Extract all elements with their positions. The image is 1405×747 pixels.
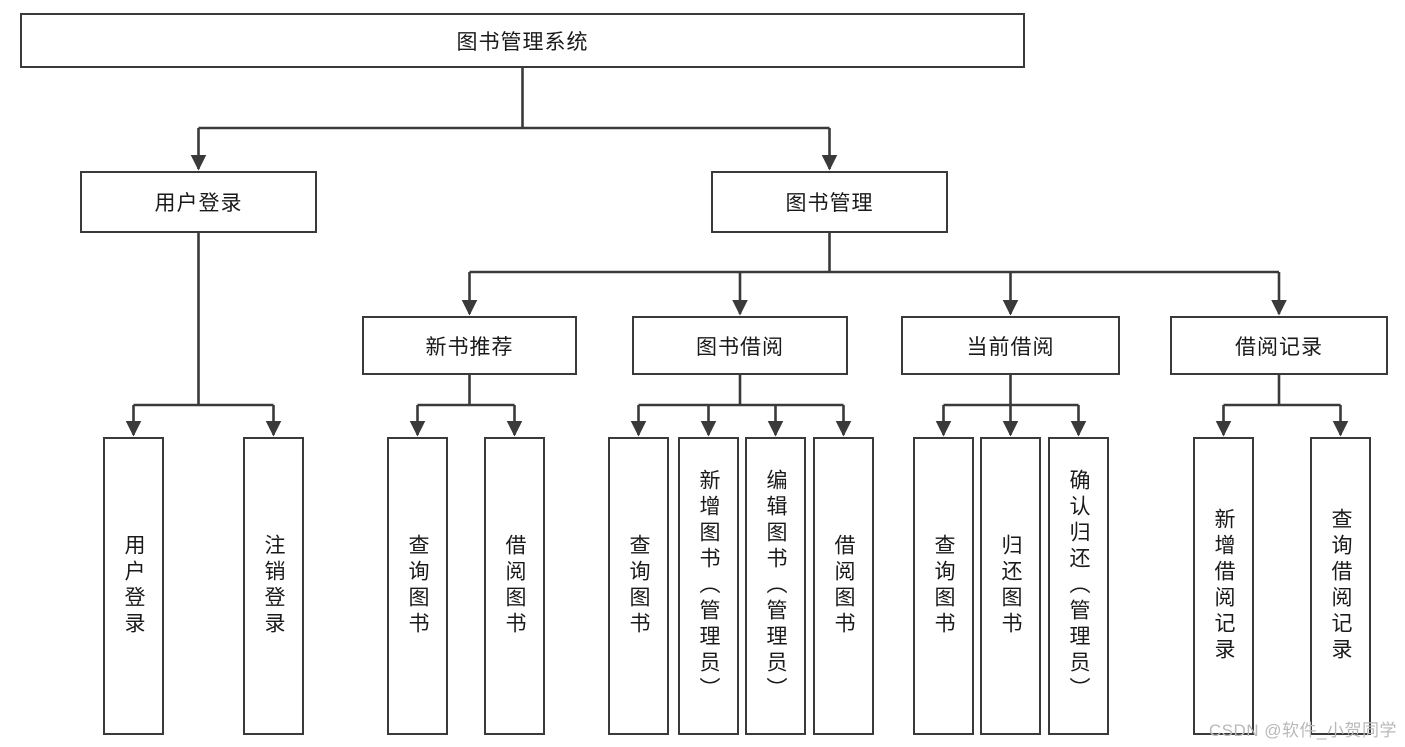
leaf-query-book-borrow-label: 查询图书 <box>627 534 650 638</box>
leaf-query-book-recommend[interactable]: 查询图书 <box>387 437 448 735</box>
leaf-query-borrow-record[interactable]: 查询借阅记录 <box>1310 437 1371 735</box>
leaf-confirm-return-admin[interactable]: 确认归还（管理员） <box>1048 437 1109 735</box>
leaf-add-book-admin[interactable]: 新增图书（管理员） <box>678 437 739 735</box>
leaf-query-book-recommend-label: 查询图书 <box>406 534 429 638</box>
leaf-add-book-admin-label: 新增图书（管理员） <box>697 469 720 703</box>
leaf-logout-login-label: 注销登录 <box>262 534 285 638</box>
leaf-user-login-label: 用户登录 <box>122 534 145 638</box>
leaf-return-book-label: 归还图书 <box>999 534 1022 638</box>
leaf-query-book-borrow[interactable]: 查询图书 <box>608 437 669 735</box>
leaf-user-login[interactable]: 用户登录 <box>103 437 164 735</box>
leaf-logout-login[interactable]: 注销登录 <box>243 437 304 735</box>
leaf-query-book-current[interactable]: 查询图书 <box>913 437 974 735</box>
leaf-borrow-book[interactable]: 借阅图书 <box>813 437 874 735</box>
leaf-borrow-book-label: 借阅图书 <box>832 534 855 638</box>
node-book-borrow-label: 图书借阅 <box>696 335 784 359</box>
leaf-confirm-return-admin-label: 确认归还（管理员） <box>1067 469 1090 703</box>
node-current-borrow-label: 当前借阅 <box>966 335 1055 359</box>
node-root[interactable]: 图书管理系统 <box>20 13 1025 68</box>
node-book-management-label: 图书管理 <box>785 192 874 215</box>
leaf-query-borrow-record-label: 查询借阅记录 <box>1329 508 1352 664</box>
node-root-label: 图书管理系统 <box>456 30 589 54</box>
leaf-edit-book-admin[interactable]: 编辑图书（管理员） <box>745 437 806 735</box>
leaf-return-book[interactable]: 归还图书 <box>980 437 1041 735</box>
node-borrow-record-label: 借阅记录 <box>1235 335 1323 359</box>
leaf-add-borrow-record-label: 新增借阅记录 <box>1212 508 1235 664</box>
leaf-edit-book-admin-label: 编辑图书（管理员） <box>764 469 787 703</box>
node-current-borrow[interactable]: 当前借阅 <box>901 316 1120 375</box>
leaf-borrow-book-recommend[interactable]: 借阅图书 <box>484 437 545 735</box>
node-book-management[interactable]: 图书管理 <box>711 171 948 233</box>
node-new-book-recommend-label: 新书推荐 <box>425 335 514 359</box>
node-new-book-recommend[interactable]: 新书推荐 <box>362 316 577 375</box>
leaf-query-book-current-label: 查询图书 <box>932 534 955 638</box>
node-book-borrow[interactable]: 图书借阅 <box>632 316 848 375</box>
leaf-borrow-book-recommend-label: 借阅图书 <box>503 534 526 638</box>
node-user-login[interactable]: 用户登录 <box>80 171 317 233</box>
watermark: CSDN @软件_小贺同学 <box>1208 721 1397 740</box>
node-borrow-record[interactable]: 借阅记录 <box>1170 316 1388 375</box>
leaf-add-borrow-record[interactable]: 新增借阅记录 <box>1193 437 1254 735</box>
node-user-login-label: 用户登录 <box>154 192 243 215</box>
